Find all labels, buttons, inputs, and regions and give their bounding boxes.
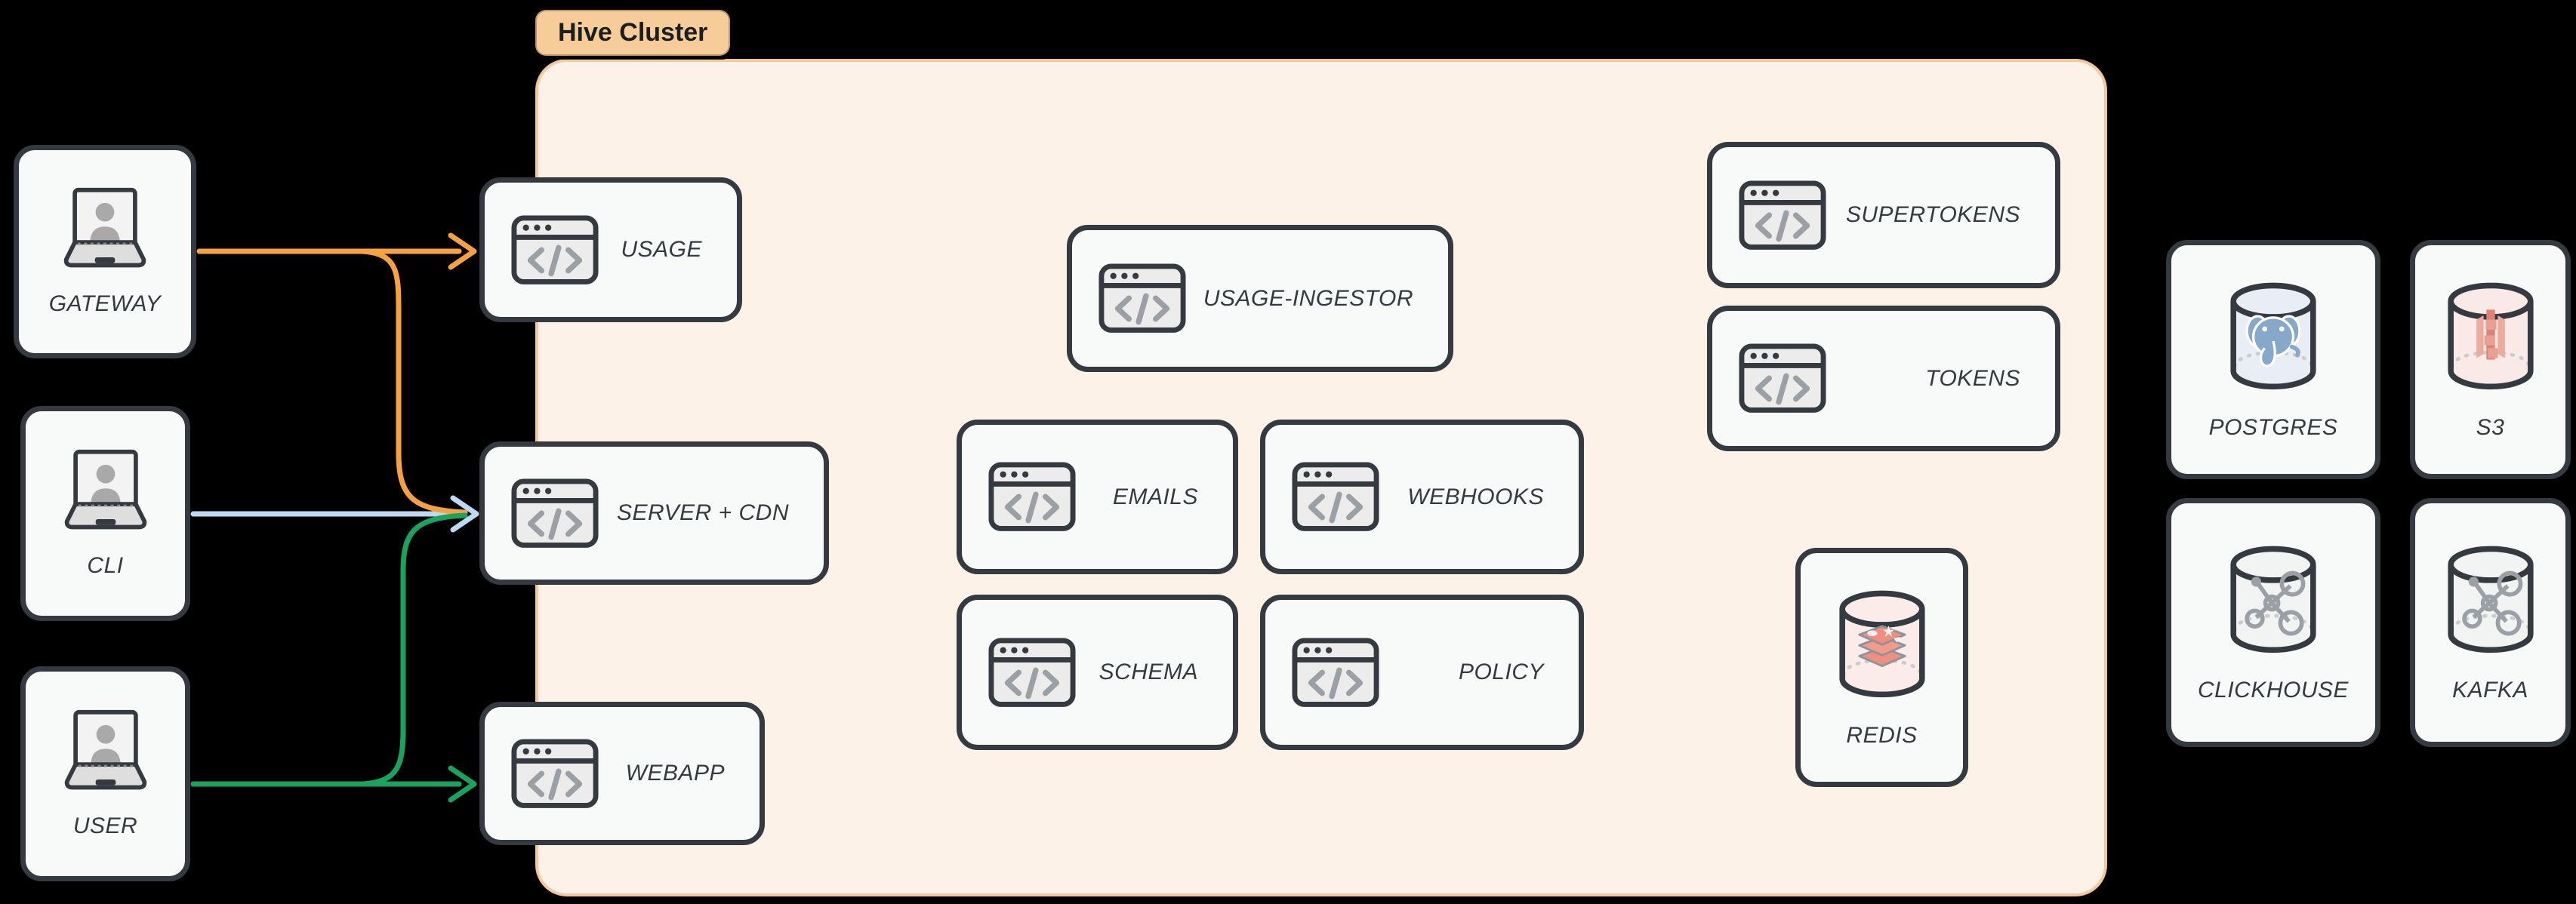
edge-gateway-to-servercdn [359,248,468,515]
node-label: SCHEMA [1098,660,1198,684]
s3-database-icon [2447,282,2534,390]
node-server-cdn[interactable]: SERVER + CDN [479,441,829,585]
kafka-database-icon [2447,546,2534,653]
graph-logo [2245,570,2306,636]
node-label: REDIS [1846,722,1918,748]
postgres-logo [2245,315,2301,367]
code-window-icon [1739,180,1826,250]
node-schema[interactable]: SCHEMA [957,595,1238,750]
node-user[interactable]: USER [20,666,190,881]
node-label: SERVER + CDN [616,500,789,525]
hive-cluster-tag[interactable]: Hive Cluster [535,10,731,56]
node-label: WEBHOOKS [1407,484,1544,509]
node-redis[interactable]: REDIS [1795,548,1968,787]
edge-cli-to-servercdn-arrowhead-icon [450,495,479,533]
code-window-icon [511,215,599,284]
clickhouse-database-icon [2230,546,2316,653]
node-webhooks[interactable]: WEBHOOKS [1260,420,1584,574]
laptop-user-icon [64,710,146,790]
node-usage-ingestor[interactable]: USAGE-INGESTOR [1067,225,1453,372]
code-window-icon [1292,638,1379,707]
code-window-icon [511,478,599,548]
node-label: POLICY [1458,660,1544,684]
node-supertokens[interactable]: SUPERTOKENS [1707,142,2060,288]
node-label: SUPERTOKENS [1845,202,2020,227]
node-label: EMAILS [1112,484,1198,509]
laptop-user-icon [64,450,146,530]
code-window-icon [1739,343,1826,414]
node-label: GATEWAY [48,291,162,316]
node-s3[interactable]: S3 [2410,240,2571,479]
node-postgres[interactable]: POSTGRES [2166,240,2380,479]
edge-user-to-webapp-arrowhead-icon [448,765,477,803]
node-emails[interactable]: EMAILS [957,420,1238,574]
node-label: USAGE [621,237,702,262]
node-kafka[interactable]: KAFKA [2410,498,2571,747]
graph-logo [2461,570,2522,636]
code-window-icon [511,739,599,808]
code-window-icon [1098,263,1186,334]
s3-logo [2476,309,2505,360]
redis-logo [1857,625,1906,668]
node-label: S3 [2476,414,2505,440]
node-label: CLICKHOUSE [2197,678,2350,703]
node-usage[interactable]: USAGE [479,177,742,322]
postgres-database-icon [2230,282,2316,390]
node-webapp[interactable]: WEBAPP [479,702,765,845]
node-label: CLI [87,552,124,578]
node-gateway[interactable]: GATEWAY [14,145,196,358]
node-label: WEBAPP [625,761,725,786]
node-label: USER [72,813,138,838]
code-window-icon [988,462,1076,532]
node-label: POSTGRES [2208,414,2338,440]
node-label: USAGE-INGESTOR [1203,285,1413,311]
node-policy[interactable]: POLICY [1260,595,1584,750]
redis-database-icon [1838,590,1925,698]
edge-user-to-servercdn [359,512,468,787]
laptop-user-icon [63,188,146,268]
node-clickhouse[interactable]: CLICKHOUSE [2166,498,2380,747]
node-tokens[interactable]: TOKENS [1707,306,2060,451]
code-window-icon [1292,462,1379,532]
node-label: KAFKA [2452,678,2528,703]
node-label: TOKENS [1925,365,2020,391]
node-cli[interactable]: CLI [20,406,190,621]
edge-gateway-to-usage-arrowhead-icon [448,232,477,270]
code-window-icon [988,638,1076,707]
